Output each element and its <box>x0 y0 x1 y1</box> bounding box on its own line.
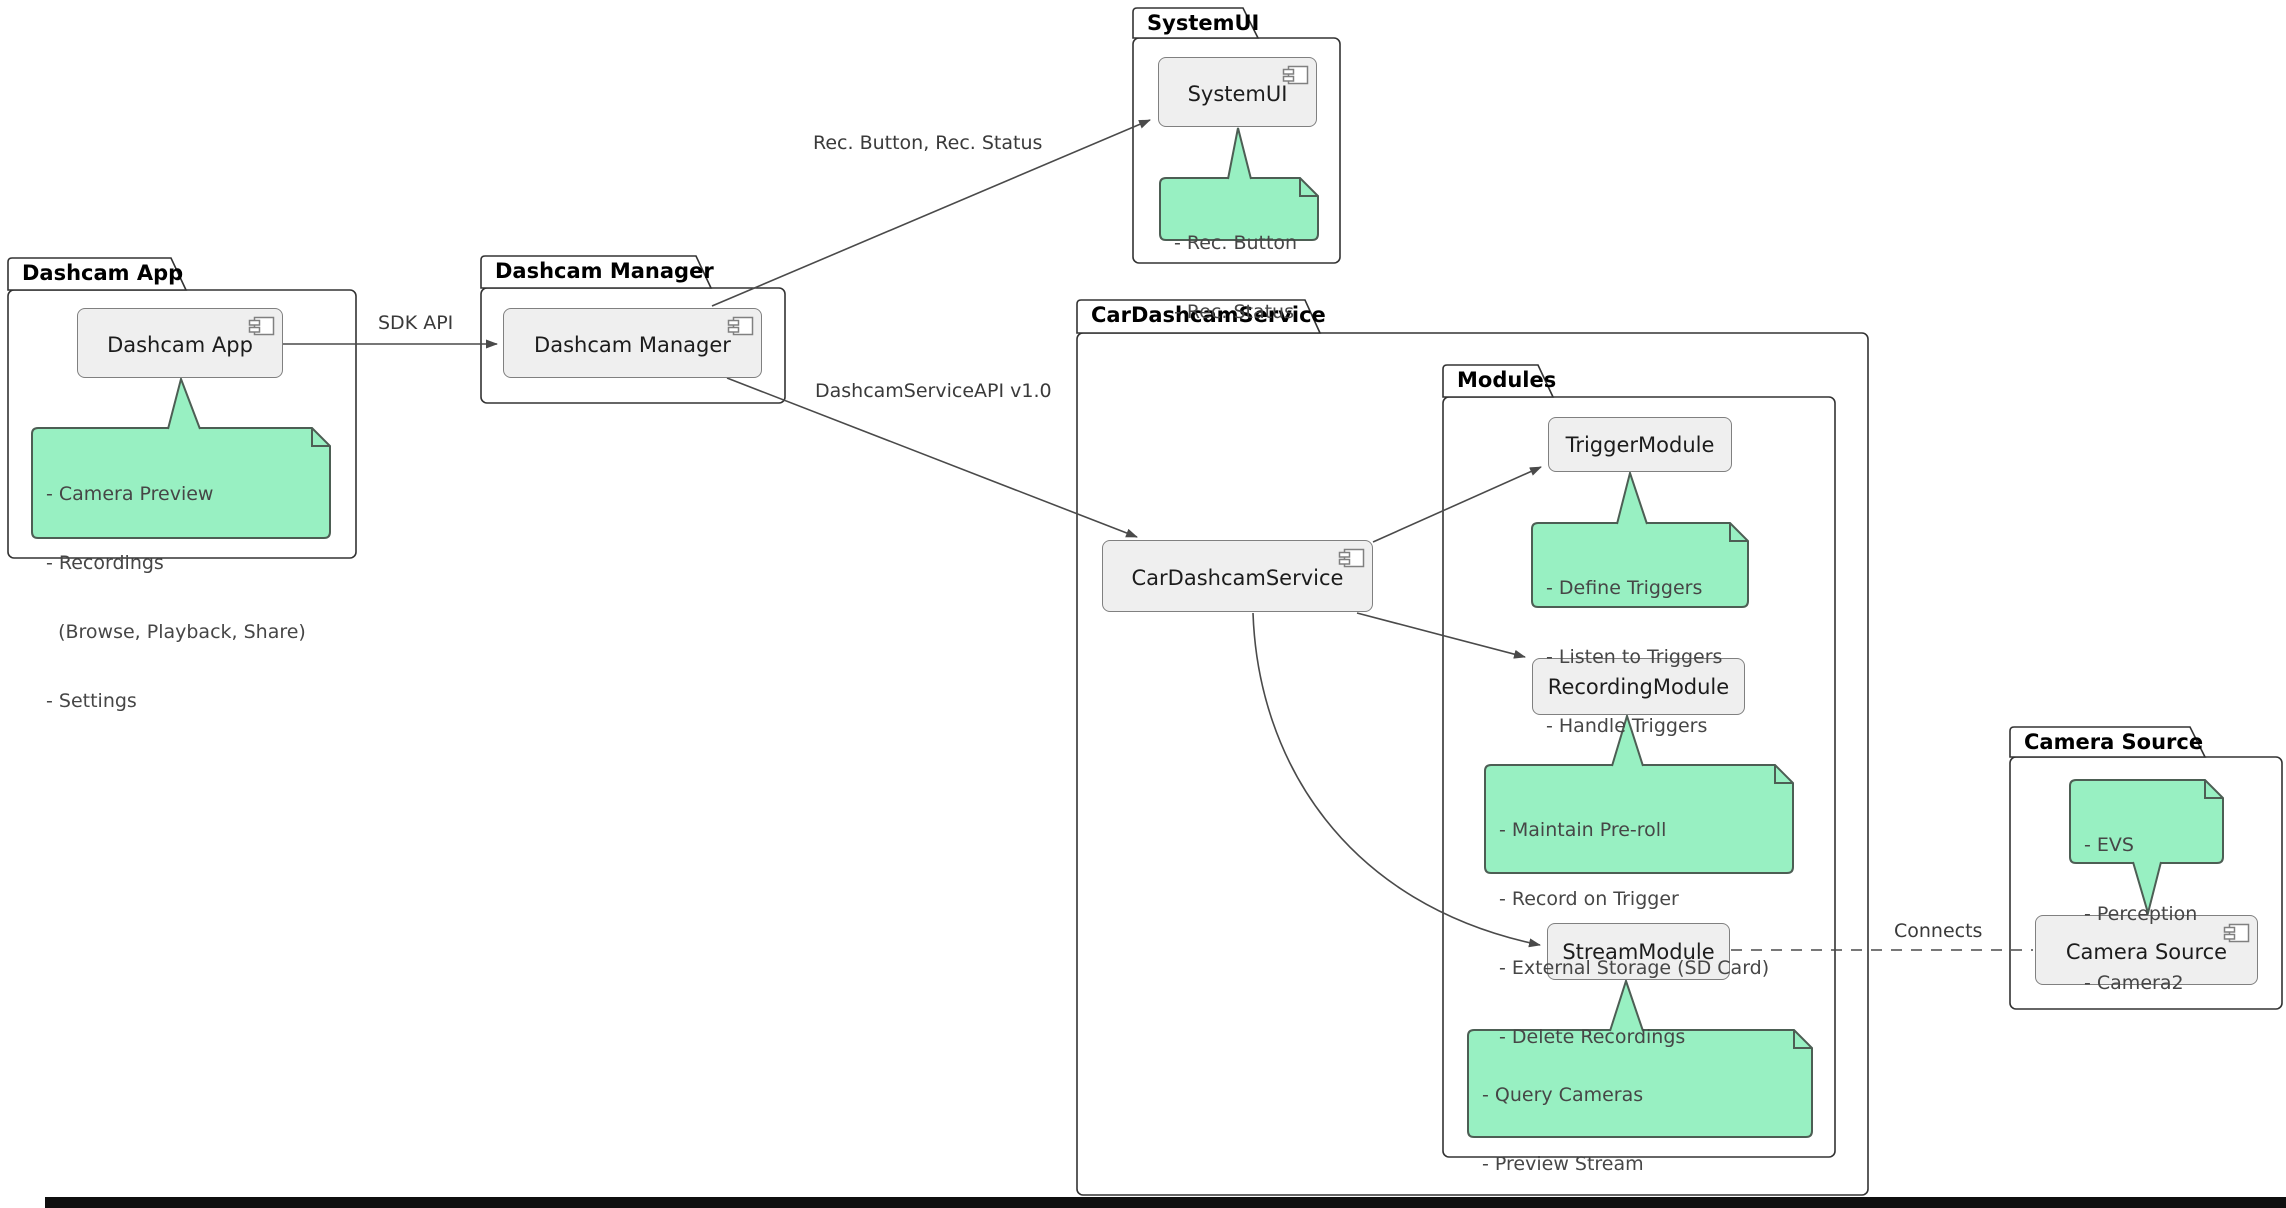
note-line: - Query Cameras <box>1482 1084 1644 1106</box>
window-bottom-edge <box>45 1197 2286 1208</box>
note-camera-source: - EVS - Perception - Camera2 <box>2084 788 2197 1041</box>
note-line: - EVS <box>2084 834 2134 856</box>
component-label: SystemUI <box>1187 82 1288 106</box>
component-label: RecordingModule <box>1547 674 1730 699</box>
note-line: - Settings <box>46 690 137 712</box>
package-tab-dashcam-app <box>7 257 188 291</box>
note-line: - Record on Trigger <box>1499 888 1679 910</box>
note-shape-stream <box>1467 1029 1813 1138</box>
component-label: StreamModule <box>1562 939 1715 964</box>
edge-manager-service <box>726 377 1138 538</box>
package-title-dashcam-app: Dashcam App <box>22 261 184 285</box>
component-label: Camera Source <box>2065 940 2228 964</box>
component-icon <box>1338 548 1365 568</box>
note-fold-stream <box>1793 1030 1812 1049</box>
component-dashcam-app: Dashcam App <box>77 308 283 378</box>
package-tab-dashcam-manager <box>480 255 713 289</box>
component-cardashcamservice: CarDashcamService <box>1102 540 1373 612</box>
note-line: - Camera2 <box>2084 972 2184 994</box>
component-icon <box>2223 923 2250 943</box>
note-tail-recording <box>1611 712 1644 767</box>
package-title-cardashcamservice: CarDashcamService <box>1091 303 1326 327</box>
note-systemui: - Rec. Button - Rec. Status <box>1174 186 1297 370</box>
note-shape-trigger <box>1531 522 1749 608</box>
note-tail-trigger <box>1616 469 1648 525</box>
edge-label-service-api: DashcamServiceAPI v1.0 <box>815 380 1052 402</box>
note-line: - Recordings <box>46 552 164 574</box>
package-tab-cardashcamservice <box>1076 299 1322 334</box>
component-camera-source: Camera Source <box>2035 915 2258 985</box>
note-line: (Browse, Playback, Share) <box>46 621 306 643</box>
note-line: - External Storage (SD Card) <box>1499 957 1770 979</box>
component-dashcam-manager: Dashcam Manager <box>503 308 762 378</box>
note-shape-dashcam-app <box>31 427 331 539</box>
note-shape-recording <box>1484 764 1794 874</box>
edge-manager-systemui <box>711 119 1151 307</box>
note-shape-systemui <box>1159 177 1319 241</box>
note-line: - Camera Preview <box>46 483 214 505</box>
note-line: - Listen to Triggers <box>1546 646 1723 668</box>
component-recordingmodule: RecordingModule <box>1532 658 1745 715</box>
edge-service-trigger <box>1372 466 1542 543</box>
note-line: - Rec. Status <box>1174 301 1295 323</box>
edges <box>283 119 2033 951</box>
package-title-modules: Modules <box>1457 368 1557 392</box>
component-icon <box>727 316 754 336</box>
component-label: TriggerModule <box>1565 432 1715 457</box>
note-fold-camera-source <box>2204 780 2223 799</box>
note-shape-camera-source <box>2069 779 2224 864</box>
package-tab-camera-source <box>2009 726 2207 758</box>
note-dashcam-app: - Camera Preview - Recordings (Browse, P… <box>46 437 306 759</box>
note-stream: - Query Cameras - Preview Stream - Snaps… <box>1482 1038 1786 1208</box>
note-fold-dashcam-app <box>311 428 330 447</box>
note-fold-systemui <box>1299 178 1318 197</box>
note-tail-dashcam-app <box>167 375 201 430</box>
note-recording: - Maintain Pre-roll - Record on Trigger … <box>1499 773 1769 1095</box>
note-fold-trigger <box>1729 523 1748 542</box>
package-tab-modules <box>1442 364 1555 398</box>
note-line: - Preview Stream <box>1482 1153 1644 1175</box>
note-tail-systemui <box>1227 127 1252 180</box>
edge-label-rec-ui: Rec. Button, Rec. Status <box>813 132 1043 154</box>
component-label: Dashcam Manager <box>534 333 731 357</box>
note-trigger: - Define Triggers - Listen to Triggers -… <box>1546 531 1722 784</box>
package-tab-systemui <box>1132 7 1260 39</box>
component-streammodule: StreamModule <box>1547 923 1730 980</box>
component-triggermodule: TriggerModule <box>1548 417 1732 472</box>
note-line: - Maintain Pre-roll <box>1499 819 1667 841</box>
note-tail-stream <box>1609 977 1644 1032</box>
note-fold-recording <box>1774 765 1793 784</box>
component-icon <box>248 316 275 336</box>
notes-shapes <box>31 127 2224 1138</box>
note-line: - Define Triggers <box>1546 577 1703 599</box>
component-label: CarDashcamService <box>1131 566 1344 590</box>
package-title-camera-source: Camera Source <box>2024 730 2204 754</box>
note-line: - Handle Triggers <box>1546 715 1708 737</box>
component-label: Dashcam App <box>107 333 253 357</box>
package-title-systemui: SystemUI <box>1147 11 1260 35</box>
note-tail-camera-source <box>2132 861 2162 917</box>
package-title-dashcam-manager: Dashcam Manager <box>495 259 714 283</box>
edge-label-connects: Connects <box>1894 920 1983 942</box>
component-icon <box>1282 65 1309 85</box>
edge-label-sdk-api: SDK API <box>378 312 454 334</box>
edge-service-stream <box>1252 612 1541 948</box>
note-line: - Perception <box>2084 903 2198 925</box>
note-line: - Rec. Button <box>1174 232 1298 254</box>
component-systemui: SystemUI <box>1158 57 1317 127</box>
edge-service-recording <box>1356 612 1526 659</box>
note-line: - Delete Recordings <box>1499 1026 1686 1048</box>
